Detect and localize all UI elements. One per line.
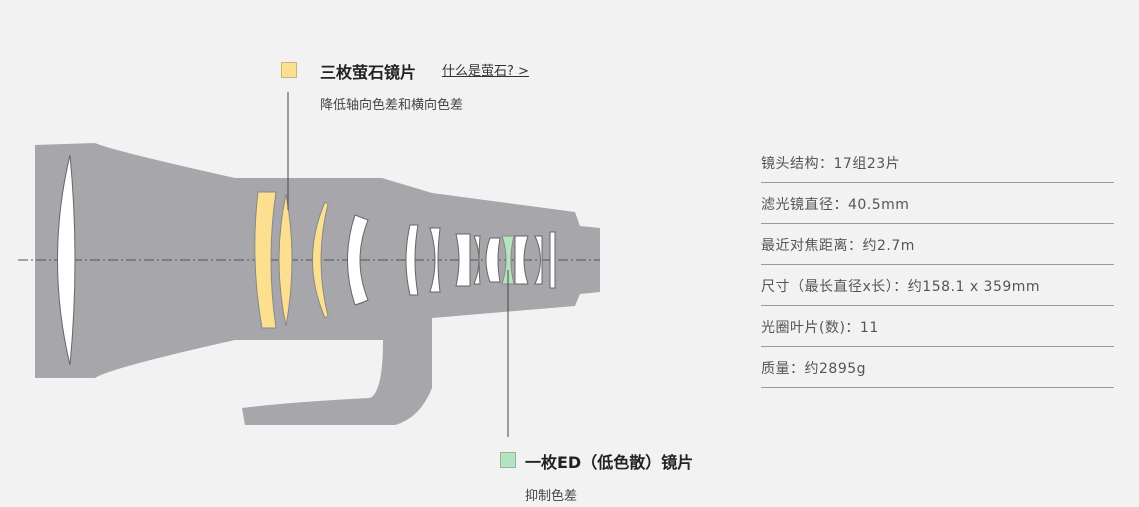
fluorite-title: 三枚萤石镜片 bbox=[320, 63, 417, 82]
ed-title: 一枚ED（低色散）镜片 bbox=[525, 453, 694, 472]
ed-element bbox=[501, 235, 515, 285]
spec-lens-construction: 镜头结构：17组23片 bbox=[761, 142, 1114, 183]
spec-aperture-blades: 光圈叶片(数)：11 bbox=[761, 306, 1114, 347]
ed-color-swatch bbox=[500, 452, 516, 468]
spec-min-focus-distance: 最近对焦距离：约2.7m bbox=[761, 224, 1114, 265]
fluorite-description: 降低轴向色差和横向色差 bbox=[320, 98, 464, 113]
fluorite-color-swatch bbox=[281, 62, 297, 78]
fluorite-element-3 bbox=[312, 201, 329, 319]
spec-dimensions: 尺寸（最长直径x长）：约158.1 x 359mm bbox=[761, 265, 1114, 306]
fluorite-element-1 bbox=[254, 191, 277, 329]
spec-weight: 质量：约2895g bbox=[761, 347, 1114, 388]
spec-list: 镜头结构：17组23片 滤光镜直径：40.5mm 最近对焦距离：约2.7m 尺寸… bbox=[761, 142, 1114, 388]
ed-description: 抑制色差 bbox=[525, 489, 578, 504]
spec-filter-diameter: 滤光镜直径：40.5mm bbox=[761, 183, 1114, 224]
what-is-fluorite-link[interactable]: 什么是萤石? > bbox=[442, 64, 529, 79]
fluorite-element-2 bbox=[278, 193, 293, 327]
